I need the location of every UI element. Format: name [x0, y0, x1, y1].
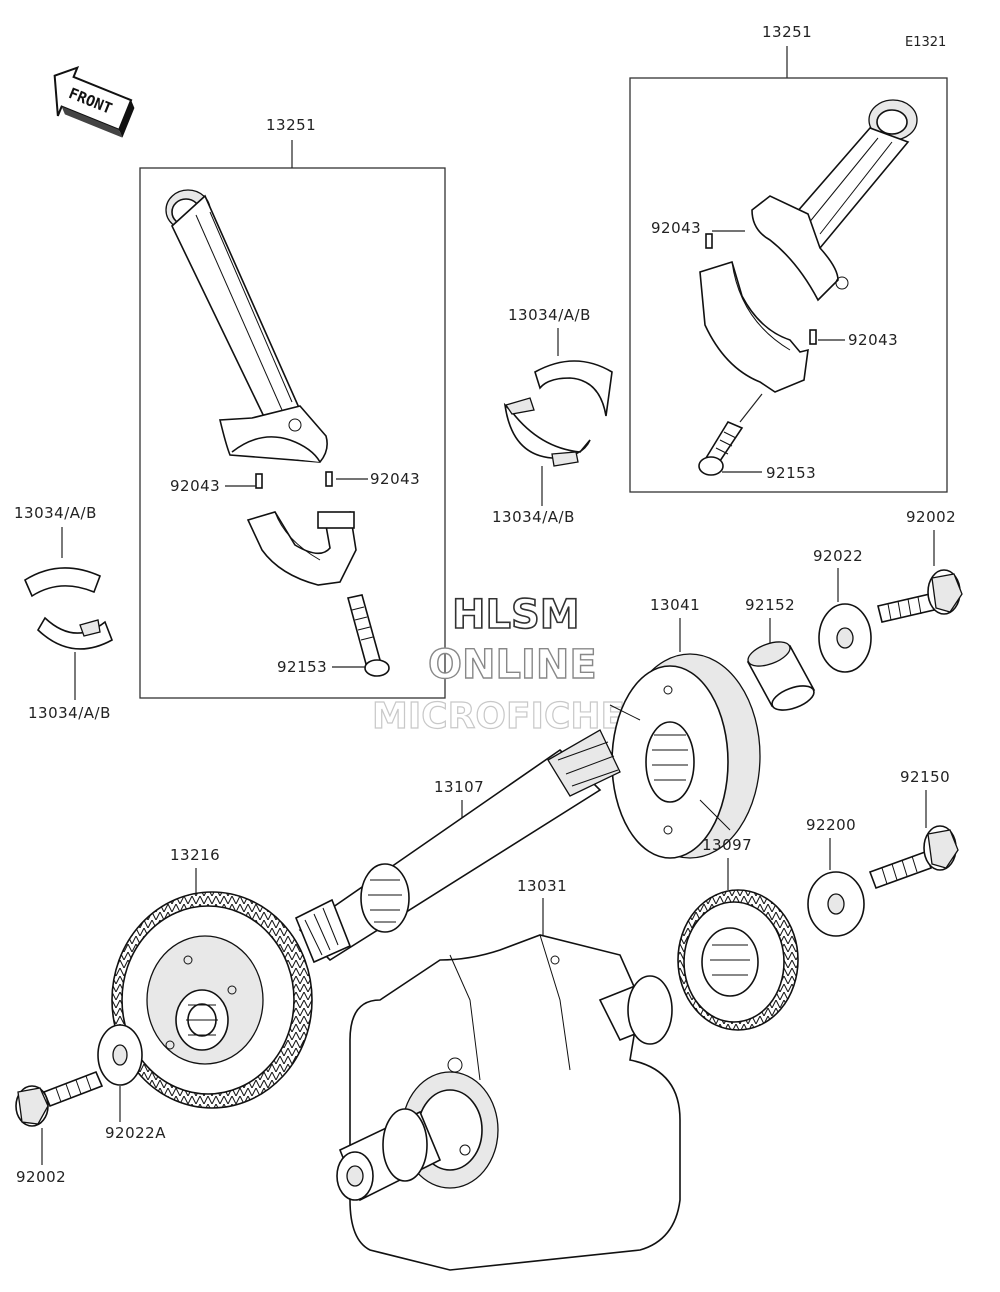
- label-pin-right-b: 92043: [848, 331, 898, 349]
- svg-text:ONLINE: ONLINE: [428, 642, 597, 688]
- label-bearing-top-a: 13034/A/B: [508, 306, 591, 324]
- starter-clutch-housing: [609, 653, 761, 859]
- starter-gear-right: [677, 889, 799, 1031]
- connecting-rod-right: [751, 99, 918, 302]
- balancer-gear-left: [111, 891, 313, 1109]
- bolt-top-right: [877, 569, 963, 623]
- label-washer-top: 92022: [813, 547, 863, 565]
- label-washer-right: 92200: [806, 816, 856, 834]
- svg-text:HLSM: HLSM: [452, 592, 580, 638]
- rod-cap-left: [246, 471, 357, 586]
- bolt-lower-left: [15, 1070, 104, 1127]
- watermark: HLSM ONLINE MICROFICHE: [371, 591, 625, 737]
- bearing-shell-left-upper: [23, 567, 102, 598]
- rod-cap-right: [699, 233, 817, 393]
- label-gear-right: 13097: [702, 836, 752, 854]
- label-rod-left: 13251: [266, 116, 316, 134]
- front-arrow-icon: FRONT: [53, 65, 135, 138]
- label-rod-right: 13251: [762, 23, 812, 41]
- svg-text:MICROFICHE: MICROFICHE: [372, 696, 625, 737]
- collar-sleeve: [746, 641, 816, 711]
- label-crank: 13031: [517, 877, 567, 895]
- starter-shaft: [294, 729, 621, 964]
- label-washer-left: 92022A: [105, 1124, 166, 1142]
- label-clutch: 13041: [650, 596, 700, 614]
- washer-top: [818, 603, 872, 673]
- bearing-shell-left-lower: [36, 616, 113, 650]
- label-gear-left: 13216: [170, 846, 220, 864]
- label-shaft: 13107: [434, 778, 484, 796]
- label-pin-left-b: 92043: [370, 470, 420, 488]
- label-bolt-left: 92153: [277, 658, 327, 676]
- label-bearing-left-a: 13034/A/B: [14, 504, 97, 522]
- label-pin-right-a: 92043: [651, 219, 701, 237]
- crankshaft: [336, 934, 681, 1271]
- washer-right: [807, 871, 865, 937]
- rod-right-box: [629, 77, 948, 493]
- bolt-right-lower: [868, 825, 959, 890]
- label-bolt-lower-left: 92002: [16, 1168, 66, 1186]
- rod-bolt-left: [347, 594, 390, 677]
- washer-left: [97, 1024, 143, 1086]
- bearing-shell-top-upper: [534, 360, 613, 417]
- rod-bolt-right: [698, 420, 744, 476]
- label-bearing-top-b: 13034/A/B: [492, 508, 575, 526]
- bearing-shell-top-lower: [503, 397, 591, 467]
- connecting-rod-left: [165, 189, 328, 463]
- label-bolt-top: 92002: [906, 508, 956, 526]
- label-bearing-left-b: 13034/A/B: [28, 704, 111, 722]
- label-bolt-right: 92153: [766, 464, 816, 482]
- label-collar: 92152: [745, 596, 795, 614]
- diagram-code: E1321: [905, 35, 946, 50]
- label-pin-left-a: 92043: [170, 477, 220, 495]
- label-bolt-right-lower: 92150: [900, 768, 950, 786]
